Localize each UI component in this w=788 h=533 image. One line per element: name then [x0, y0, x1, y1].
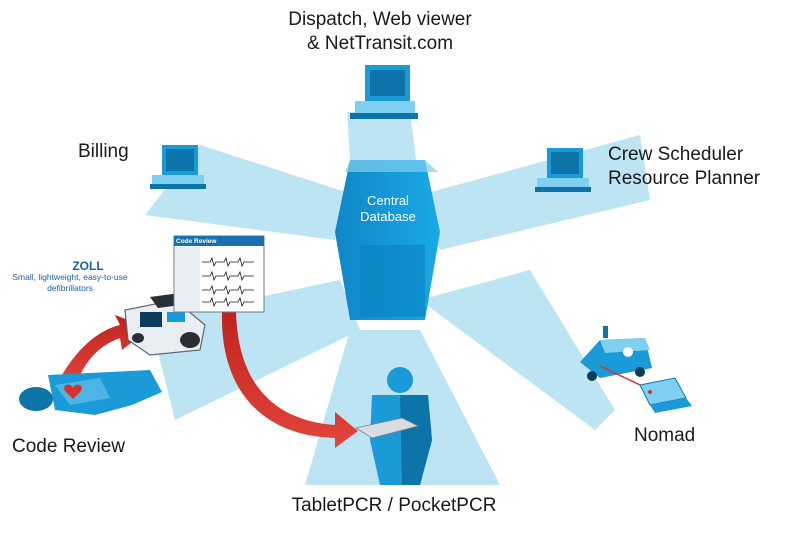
- ambulance-icon: [580, 326, 652, 381]
- code-review-label: Code Review: [12, 436, 125, 457]
- dispatch-label-line1: Dispatch, Web viewer: [288, 9, 472, 30]
- crew-scheduler-line1: Crew Scheduler: [608, 144, 744, 165]
- nomad-label: Nomad: [634, 425, 696, 446]
- crew-scheduler-computer-icon: [535, 148, 591, 192]
- tablet-arrow: [221, 312, 358, 448]
- resource-planner-line2: Resource Planner: [608, 168, 761, 189]
- central-database-icon: [335, 160, 440, 320]
- central-database-line2: Database: [360, 209, 416, 224]
- patient-figure-icon: [19, 370, 162, 415]
- code-review-window-title: Code Review: [176, 238, 217, 245]
- crew-scheduler-label: Crew Scheduler Resource Planner: [608, 143, 760, 191]
- laptop-icon: [639, 377, 692, 413]
- zoll-tagline: Small, lightweight, easy-to-use defibril…: [12, 272, 128, 293]
- zoll-brand-label: ZOLL: [72, 259, 104, 273]
- dispatch-label: Dispatch, Web viewer & NetTransit.com: [270, 8, 490, 56]
- beam-nomad: [420, 270, 615, 430]
- ecg-traces: [202, 256, 254, 308]
- beam-crew: [420, 135, 650, 250]
- beam-code-review: [150, 280, 360, 420]
- dispatch-label-line2: & NetTransit.com: [306, 33, 454, 54]
- tablet-user-figure-icon: [354, 367, 432, 485]
- central-database-line1: Central: [367, 193, 409, 208]
- billing-label: Billing: [78, 141, 129, 162]
- tablet-pcr-label: TabletPCR / PocketPCR: [291, 495, 497, 516]
- code-review-window: [173, 235, 265, 313]
- billing-computer-icon: [150, 145, 206, 189]
- central-database-label: Central Database: [350, 193, 426, 225]
- dispatch-computer-icon: [350, 65, 418, 119]
